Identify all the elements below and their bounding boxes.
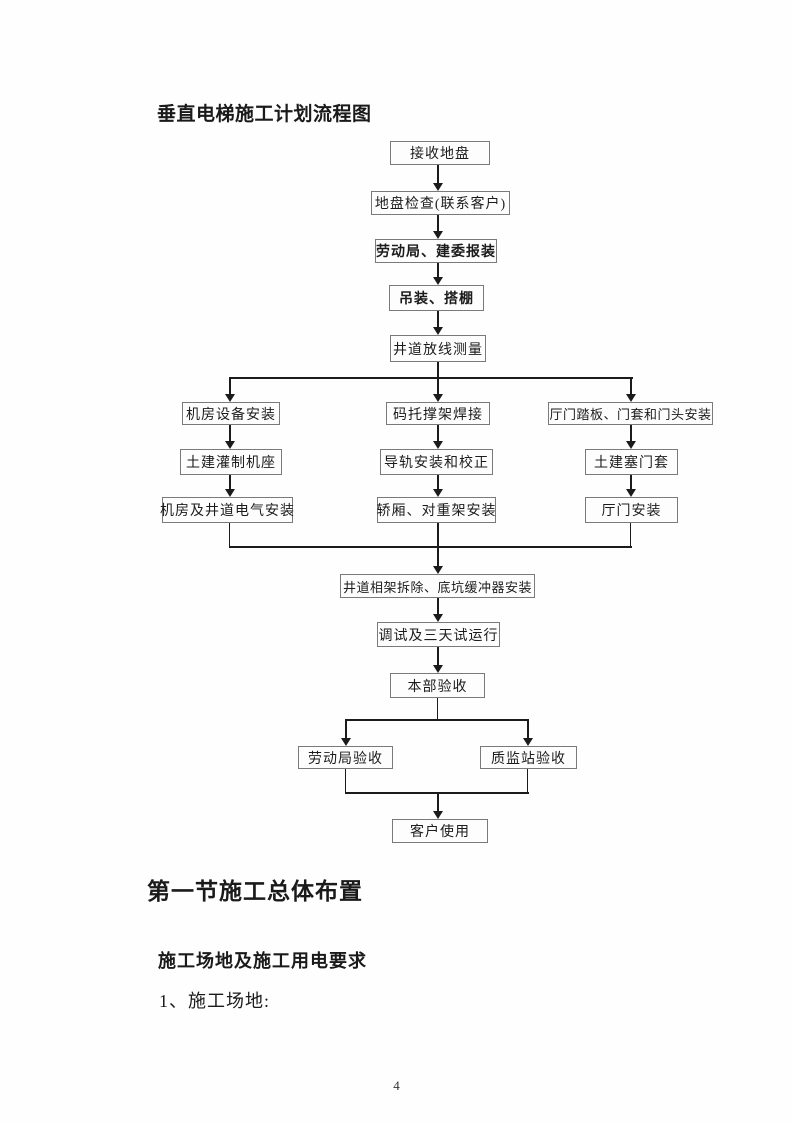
arrow-down-icon xyxy=(626,441,636,449)
flow-node-labor-bureau-acceptance: 劳动局验收 xyxy=(298,746,393,769)
flow-node-machine-room-shaft-electrical: 机房及井道电气安装 xyxy=(160,497,294,523)
connector-line xyxy=(437,165,439,185)
flow-node-civil-machine-base-casting: 土建灌制机座 xyxy=(180,449,282,475)
connector-line xyxy=(527,719,529,739)
connector-line xyxy=(437,263,439,279)
connector-line xyxy=(437,362,439,396)
connector-line xyxy=(437,311,439,329)
connector-line xyxy=(229,377,231,396)
section-heading: 第一节施工总体布置 xyxy=(147,879,363,904)
flow-node-civil-door-pocket: 土建塞门套 xyxy=(585,449,678,475)
flow-node-labor-bureau-registration: 劳动局、建委报装 xyxy=(375,239,497,263)
page-number: 4 xyxy=(393,1078,400,1093)
connector-line xyxy=(437,215,439,233)
connector-line xyxy=(630,475,632,491)
flow-node-shaft-line-survey: 井道放线测量 xyxy=(390,335,486,362)
flow-node-scaffold-removal-pit-buffer: 井道相架拆除、底坑缓冲器安装 xyxy=(340,574,535,598)
connector-line xyxy=(437,598,439,616)
arrow-down-icon xyxy=(433,665,443,673)
arrow-down-icon xyxy=(225,441,235,449)
arrow-down-icon xyxy=(433,614,443,622)
connector-line xyxy=(437,475,439,491)
connector-line xyxy=(345,719,347,739)
connector-line xyxy=(345,769,346,794)
flow-node-hoisting-scaffolding: 吊装、搭棚 xyxy=(389,285,484,311)
connector-split-line xyxy=(229,377,633,379)
arrow-down-icon xyxy=(433,441,443,449)
connector-merge-line xyxy=(229,546,632,548)
flowchart-title: 垂直电梯施工计划流程图 xyxy=(157,104,372,125)
arrow-down-icon xyxy=(433,327,443,335)
connector-line xyxy=(229,425,231,443)
flow-node-receive-site: 接收地盘 xyxy=(390,141,490,165)
connector-line xyxy=(630,425,632,443)
connector-line xyxy=(229,523,230,548)
arrow-down-icon xyxy=(433,183,443,191)
list-item-construction-site: 1、施工场地: xyxy=(159,991,271,1011)
subsection-heading: 施工场地及施工用电要求 xyxy=(158,951,367,971)
connector-line xyxy=(437,698,438,720)
flow-node-guide-rail-install-align: 导轨安装和校正 xyxy=(380,449,493,475)
arrow-down-icon xyxy=(433,811,443,819)
flow-node-machine-room-equipment-install: 机房设备安装 xyxy=(182,402,280,425)
arrow-down-icon xyxy=(626,394,636,402)
connector-line xyxy=(229,475,231,491)
arrow-down-icon xyxy=(433,566,443,574)
arrow-down-icon xyxy=(523,738,533,746)
connector-line xyxy=(527,769,528,794)
connector-line xyxy=(630,523,631,548)
flow-node-customer-use: 客户使用 xyxy=(392,819,488,843)
flow-node-landing-door-install: 厅门安装 xyxy=(585,497,678,523)
connector-line xyxy=(437,647,439,667)
arrow-down-icon xyxy=(433,231,443,239)
arrow-down-icon xyxy=(626,489,636,497)
arrow-down-icon xyxy=(225,489,235,497)
connector-line xyxy=(437,523,439,566)
arrow-down-icon xyxy=(341,738,351,746)
connector-split-line xyxy=(345,719,528,721)
arrow-down-icon xyxy=(433,489,443,497)
flow-node-internal-acceptance: 本部验收 xyxy=(390,673,485,698)
connector-line xyxy=(437,792,439,813)
flow-node-quality-station-acceptance: 质监站验收 xyxy=(480,746,577,769)
arrow-down-icon xyxy=(225,394,235,402)
connector-line xyxy=(437,425,439,443)
connector-line xyxy=(630,377,632,396)
flow-node-landing-door-sill-jamb-header: 厅门踏板、门套和门头安装 xyxy=(548,402,713,425)
flow-node-commissioning-trial-run: 调试及三天试运行 xyxy=(377,622,500,647)
arrow-down-icon xyxy=(433,394,443,402)
flow-node-site-inspection: 地盘检查(联系客户) xyxy=(371,191,510,215)
flow-node-bracket-support-welding: 码托撑架焊接 xyxy=(386,402,490,425)
flow-node-car-counterweight-install: 轿厢、对重架安装 xyxy=(377,497,496,523)
arrow-down-icon xyxy=(433,277,443,285)
